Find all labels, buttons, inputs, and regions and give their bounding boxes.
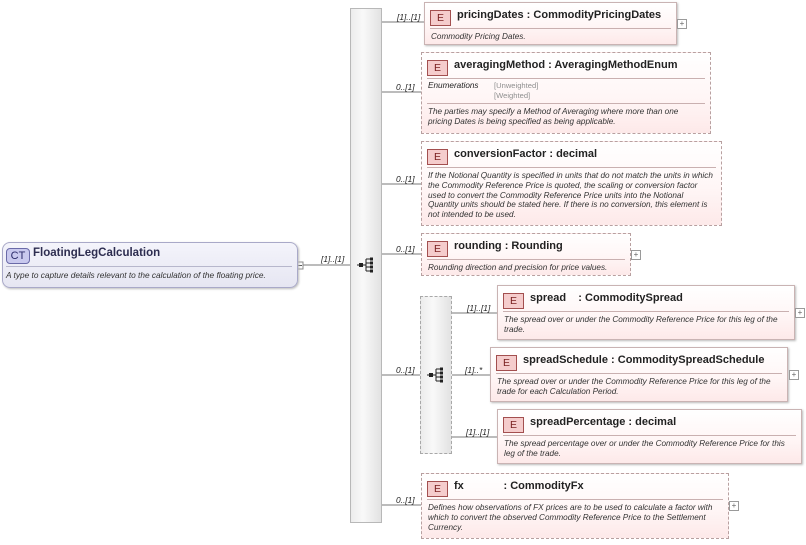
element-description: The spread over or under the Commodity R… bbox=[497, 377, 771, 396]
complex-type-box[interactable] bbox=[2, 242, 298, 288]
complex-type-description: A type to capture details relevant to th… bbox=[6, 270, 266, 280]
divider bbox=[427, 103, 705, 104]
enum-value: [Unweighted] bbox=[494, 81, 539, 90]
element-badge: E bbox=[503, 293, 524, 309]
divider bbox=[6, 266, 292, 267]
element-description: The parties may specify a Method of Aver… bbox=[428, 107, 679, 126]
element-spreadPercentage[interactable]: E spreadPercentage : decimal The spread … bbox=[497, 409, 802, 464]
divider bbox=[427, 499, 723, 500]
expand-plus-icon[interactable]: + bbox=[729, 501, 739, 511]
element-description: Commodity Pricing Dates. bbox=[431, 32, 526, 41]
element-title: fx : CommodityFx bbox=[454, 480, 584, 492]
element-pricingDates[interactable]: E pricingDates : CommodityPricingDates C… bbox=[424, 2, 677, 45]
divider bbox=[496, 373, 782, 374]
expand-plus-icon[interactable]: + bbox=[795, 308, 805, 318]
spreadSchedule-cardinality: [1]..* bbox=[465, 365, 483, 375]
element-badge: E bbox=[427, 241, 448, 257]
enum-value: [Weighted] bbox=[494, 90, 531, 100]
element-title: conversionFactor : decimal bbox=[454, 148, 598, 160]
spread-cardinality: [1]..[1] bbox=[467, 303, 491, 313]
expand-plus-icon[interactable]: + bbox=[677, 19, 687, 29]
fx-cardinality: 0..[1] bbox=[396, 495, 415, 505]
expand-plus-icon[interactable]: + bbox=[631, 250, 641, 260]
element-badge: E bbox=[427, 481, 448, 497]
element-fx[interactable]: E fx : CommodityFx Defines how observati… bbox=[421, 473, 729, 539]
divider bbox=[427, 78, 705, 79]
element-spreadSchedule[interactable]: E spreadSchedule : CommoditySpreadSchedu… bbox=[490, 347, 788, 402]
complex-type-name: FloatingLegCalculation bbox=[33, 247, 161, 259]
rounding-cardinality: 0..[1] bbox=[396, 244, 415, 254]
spreadPercentage-cardinality: [1]..[1] bbox=[466, 427, 490, 437]
element-title: pricingDates : CommodityPricingDates bbox=[457, 9, 662, 21]
complex-type-cardinality: [1]..[1] bbox=[321, 254, 345, 264]
element-description: Defines how observations of FX prices ar… bbox=[428, 503, 713, 532]
divider bbox=[427, 167, 716, 168]
enumerations-label: Enumerations bbox=[428, 81, 479, 90]
element-description: If the Notional Quantity is specified in… bbox=[428, 171, 713, 220]
divider bbox=[503, 311, 789, 312]
conversionFactor-cardinality: 0..[1] bbox=[396, 174, 415, 184]
element-title: averagingMethod : AveragingMethodEnum bbox=[454, 59, 678, 71]
element-rounding[interactable]: E rounding : Rounding Rounding direction… bbox=[421, 233, 631, 276]
element-title: spread : CommoditySpread bbox=[530, 292, 683, 304]
element-badge: E bbox=[503, 417, 524, 433]
element-badge: E bbox=[427, 149, 448, 165]
sequence-compositor bbox=[350, 8, 382, 523]
spread-sequence-compositor bbox=[420, 296, 452, 454]
complex-type-badge: CT bbox=[6, 248, 30, 264]
element-description: The spread over or under the Commodity R… bbox=[504, 315, 778, 334]
divider bbox=[503, 435, 796, 436]
element-spread[interactable]: E spread : CommoditySpread The spread ov… bbox=[497, 285, 795, 340]
element-badge: E bbox=[496, 355, 517, 371]
enumeration-values: [Unweighted] [Weighted] bbox=[494, 81, 538, 100]
element-conversionFactor[interactable]: E conversionFactor : decimal If the Noti… bbox=[421, 141, 722, 226]
element-averagingMethod[interactable]: E averagingMethod : AveragingMethodEnum … bbox=[421, 52, 711, 134]
element-description: The spread percentage over or under the … bbox=[504, 439, 785, 458]
element-title: spreadPercentage : decimal bbox=[530, 416, 677, 428]
pricingDates-cardinality: [1]..[1] bbox=[397, 12, 421, 22]
spread-group-cardinality: 0..[1] bbox=[396, 365, 415, 375]
sequence-icon bbox=[357, 257, 373, 273]
sequence-icon bbox=[427, 367, 443, 383]
divider bbox=[430, 28, 671, 29]
element-title: rounding : Rounding bbox=[454, 240, 563, 252]
element-description: Rounding direction and precision for pri… bbox=[428, 263, 608, 272]
expand-plus-icon[interactable]: + bbox=[789, 370, 799, 380]
divider bbox=[427, 259, 625, 260]
element-title: spreadSchedule : CommoditySpreadSchedule bbox=[523, 354, 765, 366]
element-badge: E bbox=[430, 10, 451, 26]
averagingMethod-cardinality: 0..[1] bbox=[396, 82, 415, 92]
element-badge: E bbox=[427, 60, 448, 76]
